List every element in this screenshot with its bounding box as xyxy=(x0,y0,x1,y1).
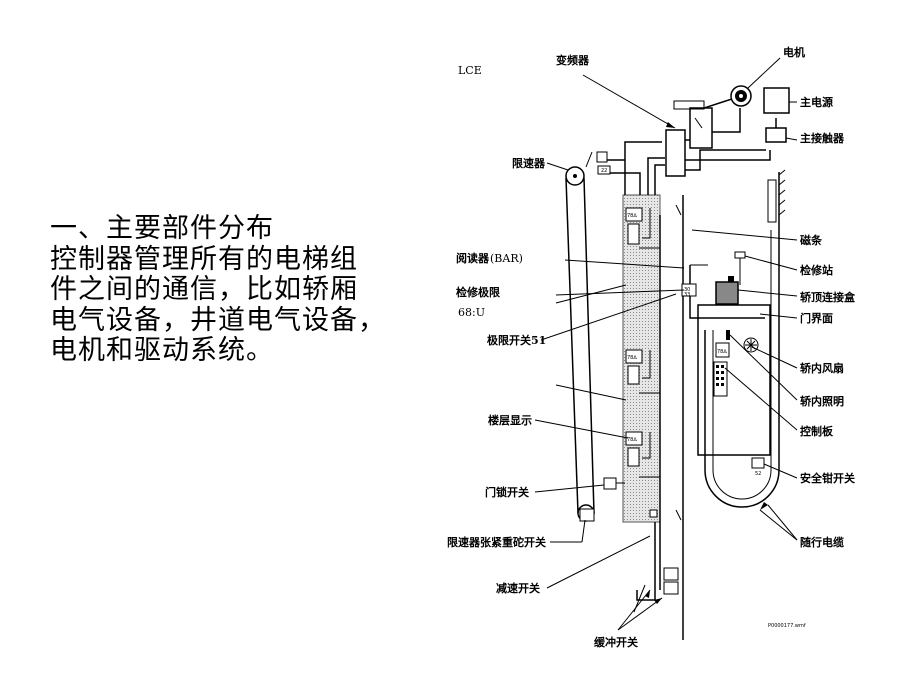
buffer-switch-box-1 xyxy=(663,567,679,581)
control-panel-box xyxy=(713,361,728,397)
overspeed-governor-icon xyxy=(565,151,595,522)
label-travel-cable: 随行电缆 xyxy=(800,535,844,549)
label-motor: 电机 xyxy=(783,45,805,59)
label-reader: 阅读器 xyxy=(456,251,490,265)
label-buffer-switch: 缓冲开关 xyxy=(594,635,638,649)
label-reader-bar: (BAR) xyxy=(490,252,523,265)
floor-display-2: 78∆ xyxy=(625,349,660,394)
label-door-interface: 门界面 xyxy=(800,311,833,325)
label-safety-gear-switch: 安全钳开关 xyxy=(800,471,855,485)
label-control-panel: 控制板 xyxy=(800,424,834,438)
label-inspection-station: 检修站 xyxy=(800,263,833,277)
label-car-light: 轿内照明 xyxy=(800,394,844,408)
svg-text:78∆: 78∆ xyxy=(627,355,637,361)
travel-cable xyxy=(704,230,780,508)
car-display xyxy=(715,342,730,358)
floor-display-1: 78∆ xyxy=(625,207,660,249)
heading-line-4: 电气设备，井道电气设备， xyxy=(50,304,386,336)
leader-lines xyxy=(534,57,798,631)
car-top-box xyxy=(715,281,739,305)
label-overspeed-governor: 限速器 xyxy=(512,156,546,170)
inspection-station-box xyxy=(734,251,746,259)
motor-icon xyxy=(730,85,752,107)
label-inverter: 变频器 xyxy=(556,53,590,67)
floor-display-3: 78∆ xyxy=(625,431,660,478)
car-fan-icon xyxy=(743,337,759,353)
label-inspection-limit-code: 68:U xyxy=(458,306,485,319)
governor-tension-switch-box xyxy=(579,508,595,522)
label-lce: LCE xyxy=(458,64,482,77)
label-floor-display: 楼层显示 xyxy=(488,413,532,427)
heading-line-5: 电机和驱动系统。 xyxy=(50,335,274,366)
code-22: 22 xyxy=(601,168,607,174)
safety-gear-switch-box xyxy=(751,457,765,469)
label-car-top-box: 轿顶连接盒 xyxy=(800,290,856,304)
heading-text: 一、主要部件分布 控制器管理所有的电梯组 件之间的通信，比如轿厢 电气设备，井道… xyxy=(50,213,410,367)
door-lock-switch-box xyxy=(603,477,617,490)
svg-text:78∆: 78∆ xyxy=(627,213,637,219)
elevator-car xyxy=(697,304,771,456)
heading-line-3: 件之间的通信，比如轿厢 xyxy=(50,274,358,305)
label-governor-tension-switch: 限速器张紧重砣开关 xyxy=(447,535,546,549)
figure-code: P0000177.wmf xyxy=(768,623,806,629)
svg-text:33: 33 xyxy=(684,292,690,298)
label-magnet-strip: 磁条 xyxy=(800,233,823,247)
svg-text:52: 52 xyxy=(755,471,761,477)
label-main-contactor: 主接触器 xyxy=(800,131,845,145)
magnet-strip xyxy=(767,169,786,230)
svg-text:30: 30 xyxy=(684,287,690,293)
main-contactor-box xyxy=(765,127,787,143)
buffer-switch-box-2 xyxy=(663,581,679,595)
svg-text:78∆: 78∆ xyxy=(627,437,637,443)
label-limit-switch: 极限开关51 xyxy=(487,333,546,347)
machine-room-wiring xyxy=(606,96,777,601)
label-main-power: 主电源 xyxy=(800,95,833,109)
svg-text:78∆: 78∆ xyxy=(717,349,727,355)
code-22-box xyxy=(597,165,611,175)
label-door-lock-switch: 门锁开关 xyxy=(485,485,529,499)
inverter-box-2 xyxy=(689,107,713,149)
main-power-box xyxy=(763,87,790,114)
label-slowdown-switch: 减速开关 xyxy=(496,581,540,595)
label-car-fan: 轿内风扇 xyxy=(800,361,844,375)
inverter-box xyxy=(665,129,686,177)
heading-line-2: 控制器管理所有的电梯组 xyxy=(50,243,358,275)
label-inspection-limit: 检修极限 xyxy=(456,285,500,299)
heading-line-1: 一、主要部件分布 xyxy=(50,213,274,244)
